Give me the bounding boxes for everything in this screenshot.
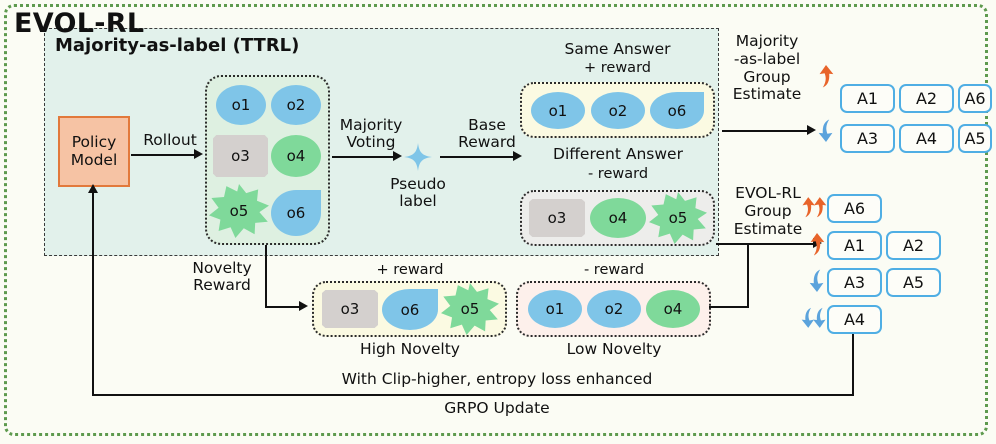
ttrl-title: Majority-as-label (TTRL) (55, 35, 300, 56)
rollout-token-o6: o6 (271, 190, 321, 236)
same-answer-token-o1: o1 (531, 92, 585, 129)
different-answer-token-o3: o3 (529, 199, 585, 237)
different-answer-token-o4: o4 (590, 198, 646, 238)
up-arrow-icon (810, 233, 825, 256)
evol-group-estimate-label: EVOL-RL Group Estimate (733, 184, 803, 238)
novelty-branch-vline (265, 245, 268, 308)
low-novelty-token-o4: o4 (646, 290, 700, 328)
rollout-token-o1: o1 (216, 85, 266, 125)
pseudo-label-text: Pseudo label (390, 175, 446, 211)
double-up-arrow-icon (802, 197, 827, 218)
majority-abox-a2[interactable]: A2 (899, 84, 954, 113)
different-answer-reward: - reward (587, 166, 649, 182)
evol-abox-a1[interactable]: A1 (827, 231, 882, 260)
low-novelty-reward: - reward (583, 262, 645, 278)
policy-model-box[interactable]: Policy Model (58, 116, 130, 187)
high-novelty-caption: High Novelty (360, 340, 460, 358)
evol-estimate-arrow-line (716, 243, 814, 246)
evol-abox-a6[interactable]: A6 (827, 194, 882, 223)
feedback-vline-left (92, 192, 95, 396)
low-novelty-token-o2: o2 (587, 290, 641, 328)
evol-abox-a2[interactable]: A2 (886, 231, 941, 260)
majority-estimate-arrow-head (807, 125, 816, 135)
high-novelty-token-o6: o6 (382, 289, 438, 330)
novelty-branch-hline (265, 306, 301, 309)
policy-model-line1: Policy (71, 132, 117, 151)
base-reward-arrow-head (513, 151, 522, 161)
evol-abox-a5[interactable]: A5 (886, 268, 941, 297)
feedback-vline-right (852, 334, 855, 396)
different-answer-caption: Different Answer (553, 145, 683, 163)
same-answer-token-o6: o6 (650, 92, 704, 129)
base-reward-label: Base Reward (458, 116, 516, 152)
feedback-hline-bottom (92, 394, 854, 397)
double-down-arrow-icon (801, 307, 826, 328)
majority-voting-label: Majority Voting (339, 116, 403, 152)
majority-group-estimate-label: Majority -as-label Group Estimate (732, 32, 802, 104)
down-arrow-icon (818, 119, 833, 142)
high-novelty-reward: + reward (376, 262, 444, 278)
evol-rl-outer-frame (4, 4, 988, 436)
low-novelty-connector-vline (747, 243, 750, 308)
same-answer-token-o2: o2 (591, 92, 645, 129)
grpo-update-label: GRPO Update (444, 399, 550, 417)
majority-abox-a1[interactable]: A1 (840, 84, 895, 113)
low-novelty-token-o1: o1 (528, 290, 582, 328)
same-answer-reward: + reward (584, 60, 651, 76)
majority-abox-a6[interactable]: A6 (958, 84, 992, 113)
page-title: EVOL-RL (14, 8, 145, 39)
novelty-branch-arrow-head (299, 301, 308, 311)
rollout-token-o3: o3 (213, 135, 268, 177)
up-arrow-icon (819, 65, 834, 88)
majority-abox-a3[interactable]: A3 (840, 124, 895, 153)
clip-higher-label: With Clip-higher, entropy loss enhanced (341, 370, 653, 388)
majority-abox-a5[interactable]: A5 (958, 124, 992, 153)
same-answer-caption: Same Answer (564, 40, 671, 58)
high-novelty-token-o3: o3 (322, 290, 378, 328)
majority-estimate-arrow-line (722, 130, 808, 133)
low-novelty-connector-hline (709, 306, 749, 309)
majority-voting-arrow-head (393, 151, 402, 161)
evol-abox-a4[interactable]: A4 (827, 305, 882, 334)
down-arrow-icon (809, 269, 824, 292)
novelty-reward-label: Novelty Reward (192, 259, 252, 295)
evol-abox-a3[interactable]: A3 (827, 268, 882, 297)
rollout-arrow-head (194, 149, 203, 159)
rollout-token-o2: o2 (271, 85, 321, 125)
rollout-arrow-line (131, 154, 195, 157)
rollout-label: Rollout (143, 131, 197, 149)
majority-voting-arrow-line (332, 156, 394, 159)
base-reward-arrow-line (440, 156, 514, 159)
rollout-token-o4: o4 (271, 135, 321, 177)
policy-model-line2: Model (70, 150, 118, 169)
majority-abox-a4[interactable]: A4 (899, 124, 954, 153)
feedback-arrow-head (88, 184, 98, 193)
low-novelty-caption: Low Novelty (566, 340, 662, 358)
sparkle-icon (404, 143, 432, 171)
